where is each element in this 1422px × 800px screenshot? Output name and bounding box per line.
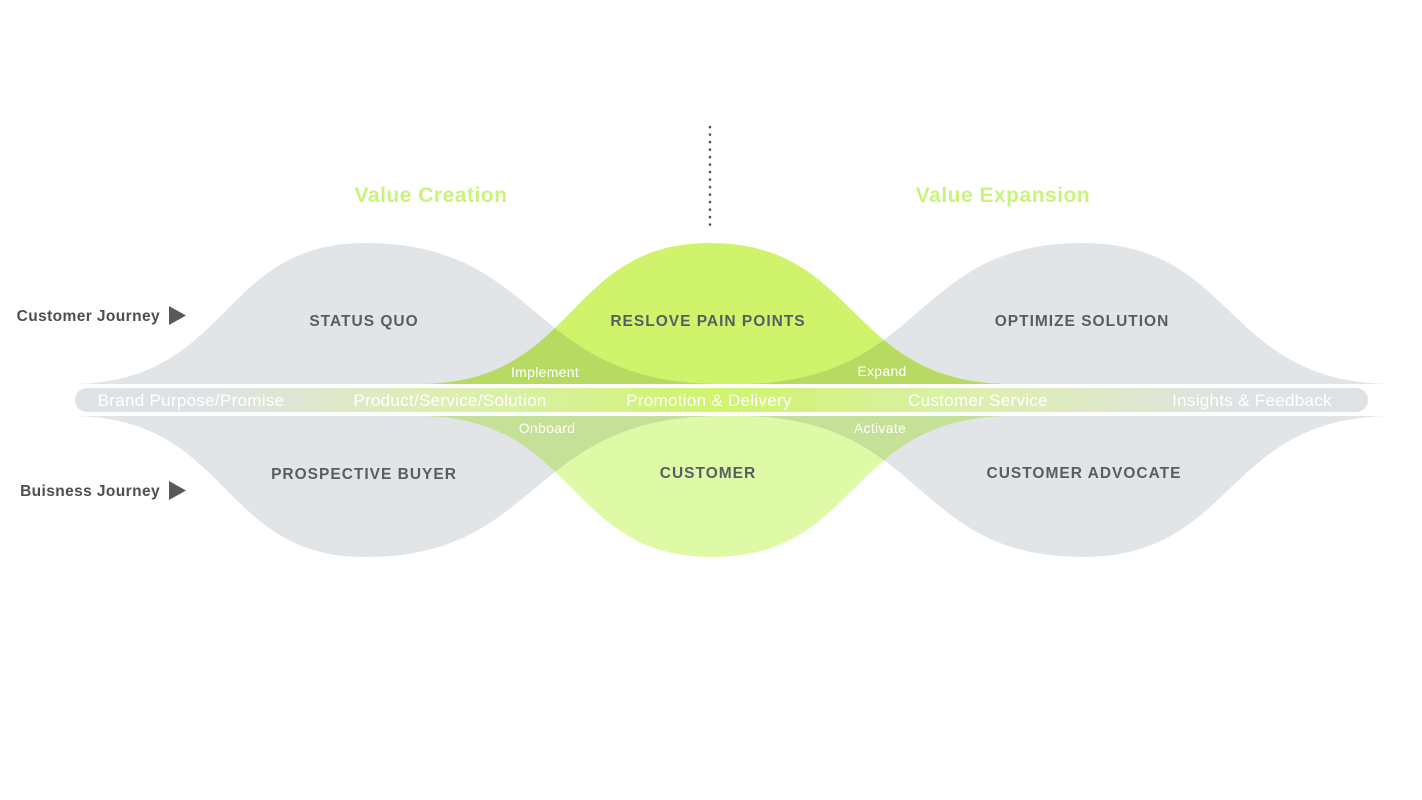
- bar-segment-product-service: Product/Service/Solution: [353, 391, 546, 410]
- status-quo-label: STATUS QUO: [309, 313, 418, 330]
- wave-customer: [418, 416, 1012, 557]
- expand-label: Expand: [857, 363, 906, 379]
- business-journey-label: Buisness Journey: [20, 483, 160, 500]
- bar-segment-insights-feedback: Insights & Feedback: [1172, 391, 1332, 410]
- reslove-pain-points-label: RESLOVE PAIN POINTS: [610, 313, 805, 330]
- bar-segment-customer-service: Customer Service: [908, 391, 1048, 410]
- top-wave-group: [70, 243, 1394, 384]
- wave-customer-advocate: [738, 416, 1394, 557]
- value-expansion-heading: Value Expansion: [916, 184, 1090, 207]
- optimize-solution-label: OPTIMIZE SOLUTION: [995, 313, 1170, 330]
- business-journey-row: Buisness Journey: [20, 481, 186, 500]
- bar-segment-promotion-delivery: Promotion & Delivery: [626, 391, 792, 410]
- implement-label: Implement: [511, 364, 579, 380]
- activate-label: Activate: [854, 420, 906, 436]
- customer-journey-label: Customer Journey: [17, 308, 160, 325]
- wave-reslove-pain-points: [418, 243, 1012, 384]
- prospective-buyer-label: PROSPECTIVE BUYER: [271, 466, 457, 483]
- brand-bar: Brand Purpose/Promise Product/Service/So…: [75, 388, 1368, 412]
- bottom-wave-labels: PROSPECTIVE BUYER CUSTOMER CUSTOMER ADVO…: [271, 465, 1182, 483]
- value-creation-heading: Value Creation: [355, 184, 508, 207]
- customer-label: CUSTOMER: [660, 465, 756, 482]
- wave-optimize-solution: [738, 243, 1394, 384]
- arrow-right-icon: [169, 306, 186, 325]
- onboard-label: Onboard: [519, 420, 576, 436]
- arrow-right-icon: [169, 481, 186, 500]
- bar-segment-brand-purpose: Brand Purpose/Promise: [98, 391, 285, 410]
- bottom-wave-group: [70, 416, 1394, 557]
- top-wave-labels: STATUS QUO RESLOVE PAIN POINTS OPTIMIZE …: [309, 313, 1170, 330]
- brand-bar-pill: [75, 388, 1368, 412]
- customer-journey-row: Customer Journey: [17, 306, 186, 325]
- customer-advocate-label: CUSTOMER ADVOCATE: [987, 465, 1182, 482]
